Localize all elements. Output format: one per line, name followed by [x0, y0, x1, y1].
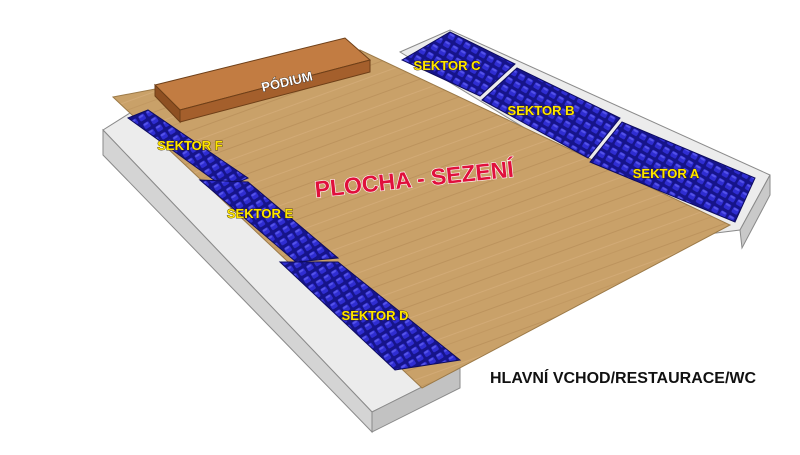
entrance-label: HLAVNÍ VCHOD/RESTAURACE/WC: [490, 368, 757, 387]
sector-c-label: SEKTOR C: [414, 58, 482, 73]
sector-e-seats: [198, 179, 340, 263]
sector-a-seats: [589, 121, 756, 223]
sector-b-seats: [481, 67, 621, 159]
sector-c-seats: [400, 31, 516, 97]
sector-f-label: SEKTOR F: [157, 138, 223, 153]
sector-a-label: SEKTOR A: [633, 166, 700, 181]
sector-b-label: SEKTOR B: [508, 103, 575, 118]
sector-d-label: SEKTOR D: [342, 308, 409, 323]
podium-stage: [154, 37, 372, 124]
sector-f-seats: [126, 109, 250, 189]
sector-e-label: SEKTOR E: [227, 206, 294, 221]
sector-d-seats: [278, 261, 462, 371]
